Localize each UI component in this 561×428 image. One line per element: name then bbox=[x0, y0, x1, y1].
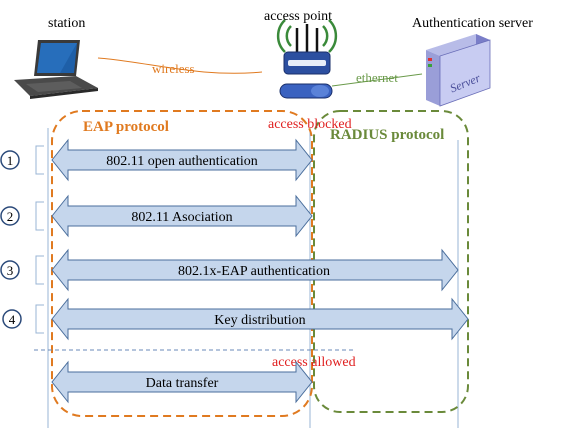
arrow-data-transfer: Data transfer bbox=[51, 360, 313, 404]
step-marker-1: 1 bbox=[0, 145, 44, 175]
step-number-4: 4 bbox=[9, 312, 16, 327]
wireless-label: wireless bbox=[152, 61, 195, 76]
arrow-eap-authentication: 802.1x-EAP authentication bbox=[51, 248, 459, 292]
laptop-icon bbox=[14, 40, 98, 99]
station-label: station bbox=[48, 16, 85, 31]
arrow-key-distribution: Key distribution bbox=[51, 297, 469, 341]
step-number-3: 3 bbox=[7, 263, 14, 278]
access-point-label: access point bbox=[264, 9, 332, 24]
arrow-eap-authentication-label: 802.1x-EAP authentication bbox=[178, 264, 330, 279]
arrow-data-transfer-label: Data transfer bbox=[146, 376, 219, 391]
step-marker-4: 4 bbox=[2, 304, 44, 334]
step-marker-3: 3 bbox=[0, 255, 44, 285]
step-number-2: 2 bbox=[7, 209, 14, 224]
ethernet-link bbox=[331, 73, 423, 87]
access-allowed-label: access allowed bbox=[272, 355, 356, 370]
step-marker-2: 2 bbox=[0, 201, 44, 231]
eap-protocol-label: EAP protocol bbox=[83, 119, 169, 135]
arrow-association: 802.11 Asociation bbox=[51, 194, 313, 238]
access-point-icon bbox=[276, 19, 338, 99]
step-number-1: 1 bbox=[7, 153, 14, 168]
radius-protocol-region bbox=[313, 110, 469, 413]
ethernet-label: ethernet bbox=[356, 70, 398, 85]
server-icon: Server bbox=[426, 34, 491, 107]
arrow-key-distribution-label: Key distribution bbox=[214, 313, 305, 328]
radius-protocol-label: RADIUS protocol bbox=[330, 127, 444, 143]
arrow-open-authentication: 802.11 open authentication bbox=[51, 138, 313, 182]
arrow-open-authentication-label: 802.11 open authentication bbox=[106, 154, 258, 169]
auth-server-label: Authentication server bbox=[412, 16, 533, 31]
arrow-association-label: 802.11 Asociation bbox=[131, 210, 232, 225]
access-blocked-label: access blocked bbox=[268, 117, 352, 132]
wireless-link bbox=[97, 57, 263, 74]
